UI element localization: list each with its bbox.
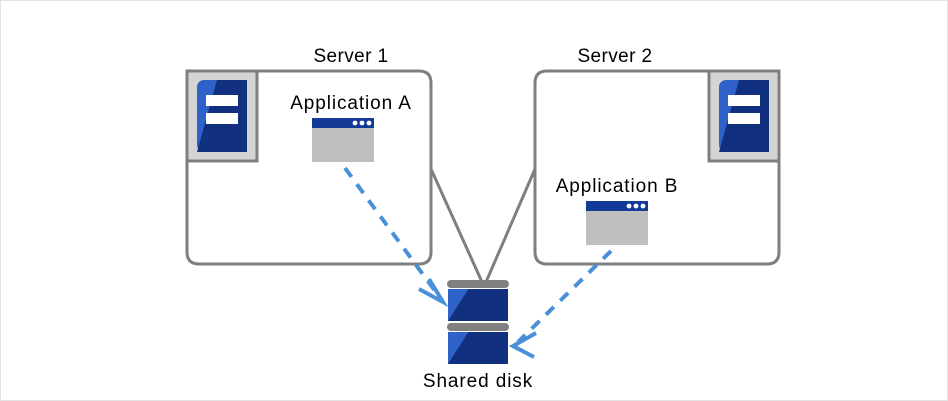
application-a-access-arrow (343, 166, 449, 308)
application-b-access-arrow (508, 249, 613, 359)
app-window-dot-1 (626, 203, 632, 209)
server-icon-bar-top (728, 95, 760, 106)
app-window-titlebar (312, 118, 374, 128)
shared-disk-label: Shared disk (423, 371, 533, 392)
application-b-label: Application B (556, 176, 679, 197)
disk-platter-2 (448, 332, 508, 364)
app-window-dot-3 (366, 120, 372, 126)
app-window-titlebar (586, 201, 648, 211)
server-icon-bar-top (206, 95, 238, 106)
application-b-arrow-line (516, 249, 613, 344)
server-1-group[interactable]: Server 1 Application A (185, 46, 433, 266)
server-icon (707, 69, 781, 163)
disk-stack-icon[interactable] (447, 280, 509, 364)
server-2-boundary (533, 69, 781, 266)
app-window-dot-1 (352, 120, 358, 126)
app-window-dot-3 (640, 203, 646, 209)
server-1-label: Server 1 (313, 46, 388, 67)
app-window-icon (312, 118, 374, 162)
server-1-to-disk-link (429, 168, 484, 283)
application-a-label: Application A (290, 93, 412, 114)
disk-separator-top (447, 280, 509, 288)
application-a-arrow-line (343, 166, 440, 297)
server-2-label: Server 2 (577, 46, 652, 67)
server-1-boundary (185, 69, 433, 266)
disk-platter-1 (448, 289, 508, 321)
application-a-arrowhead (418, 277, 449, 308)
disk-separator-middle (447, 323, 509, 331)
server-2-group[interactable]: Server 2 Application B (533, 46, 781, 266)
app-window-icon (586, 201, 648, 245)
app-window-dot-2 (633, 203, 639, 209)
application-b-arrowhead (508, 331, 537, 359)
server-icon-bar-bottom (728, 113, 760, 124)
server-icon-bar-bottom (206, 113, 238, 124)
server-2-to-disk-link (484, 168, 537, 283)
app-window-dot-2 (359, 120, 365, 126)
server-icon (185, 69, 259, 163)
